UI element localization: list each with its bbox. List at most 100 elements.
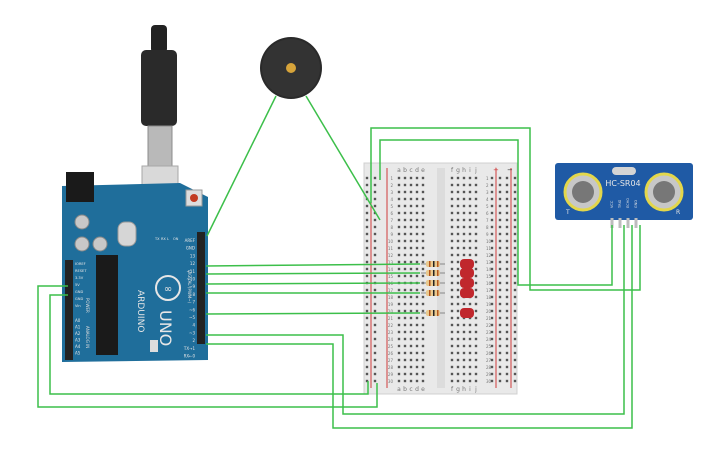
breadboard-hole[interactable] <box>415 253 419 257</box>
rail-hole[interactable] <box>513 197 517 201</box>
breadboard-hole[interactable] <box>474 302 478 306</box>
breadboard-hole[interactable] <box>415 330 419 334</box>
breadboard-hole[interactable] <box>409 358 413 362</box>
breadboard-hole[interactable] <box>468 351 472 355</box>
led-resistor-pair-3[interactable] <box>421 278 474 288</box>
breadboard-hole[interactable] <box>415 302 419 306</box>
rail-hole[interactable] <box>513 274 517 278</box>
breadboard-hole[interactable] <box>468 253 472 257</box>
breadboard-hole[interactable] <box>456 239 460 243</box>
rail-hole[interactable] <box>365 316 369 320</box>
breadboard-hole[interactable] <box>468 239 472 243</box>
breadboard-hole[interactable] <box>403 260 407 264</box>
breadboard-hole[interactable] <box>468 323 472 327</box>
breadboard-hole[interactable] <box>456 358 460 362</box>
breadboard-hole[interactable] <box>462 176 466 180</box>
rail-hole[interactable] <box>365 365 369 369</box>
breadboard-hole[interactable] <box>403 253 407 257</box>
rail-hole[interactable] <box>490 267 494 271</box>
breadboard-hole[interactable] <box>415 260 419 264</box>
wire-buzzer-pin[interactable] <box>206 95 277 237</box>
breadboard-hole[interactable] <box>468 337 472 341</box>
breadboard-hole[interactable] <box>421 323 425 327</box>
breadboard-hole[interactable] <box>474 190 478 194</box>
rail-hole[interactable] <box>513 183 517 187</box>
breadboard-hole[interactable] <box>397 260 401 264</box>
wire-5v-loop[interactable] <box>49 294 369 395</box>
rail-hole[interactable] <box>513 204 517 208</box>
rail-hole[interactable] <box>505 372 509 376</box>
breadboard-hole[interactable] <box>403 295 407 299</box>
rail-hole[interactable] <box>490 379 494 383</box>
rail-hole[interactable] <box>365 183 369 187</box>
breadboard-hole[interactable] <box>456 323 460 327</box>
breadboard-hole[interactable] <box>462 204 466 208</box>
breadboard-hole[interactable] <box>474 260 478 264</box>
rail-hole[interactable] <box>490 344 494 348</box>
rail-hole[interactable] <box>498 330 502 334</box>
breadboard-hole[interactable] <box>403 316 407 320</box>
breadboard-hole[interactable] <box>415 288 419 292</box>
breadboard-hole[interactable] <box>450 274 454 278</box>
led-resistor-pair-4[interactable] <box>421 288 474 298</box>
rail-hole[interactable] <box>365 176 369 180</box>
breadboard-hole[interactable] <box>415 295 419 299</box>
breadboard-hole[interactable] <box>421 330 425 334</box>
rail-hole[interactable] <box>513 365 517 369</box>
breadboard-hole[interactable] <box>468 197 472 201</box>
breadboard-hole[interactable] <box>421 246 425 250</box>
rail-hole[interactable] <box>513 323 517 327</box>
wire-pin-6[interactable] <box>205 312 421 315</box>
breadboard-hole[interactable] <box>450 225 454 229</box>
breadboard-hole[interactable] <box>474 204 478 208</box>
led[interactable] <box>460 278 474 288</box>
rail-hole[interactable] <box>373 260 377 264</box>
rail-hole[interactable] <box>498 232 502 236</box>
wire-pin-3-to-sensor[interactable] <box>206 225 625 415</box>
rail-hole[interactable] <box>373 218 377 222</box>
breadboard-hole[interactable] <box>450 176 454 180</box>
rail-hole[interactable] <box>373 176 377 180</box>
breadboard-hole[interactable] <box>421 197 425 201</box>
breadboard-hole[interactable] <box>403 274 407 278</box>
breadboard-hole[interactable] <box>462 330 466 334</box>
breadboard-hole[interactable] <box>468 379 472 383</box>
sensor-pin-echo[interactable] <box>626 218 630 228</box>
rail-hole[interactable] <box>505 351 509 355</box>
rail-hole[interactable] <box>490 253 494 257</box>
breadboard-hole[interactable] <box>397 183 401 187</box>
breadboard-hole[interactable] <box>403 246 407 250</box>
rail-hole[interactable] <box>365 246 369 250</box>
breadboard-hole[interactable] <box>456 302 460 306</box>
breadboard-hole[interactable] <box>456 316 460 320</box>
breadboard-hole[interactable] <box>397 365 401 369</box>
rail-hole[interactable] <box>498 372 502 376</box>
rail-hole[interactable] <box>505 246 509 250</box>
rail-hole[interactable] <box>490 323 494 327</box>
rail-hole[interactable] <box>505 197 509 201</box>
breadboard-hole[interactable] <box>462 239 466 243</box>
breadboard-hole[interactable] <box>474 344 478 348</box>
rail-hole[interactable] <box>365 239 369 243</box>
breadboard-hole[interactable] <box>409 239 413 243</box>
breadboard-hole[interactable] <box>421 239 425 243</box>
rail-hole[interactable] <box>373 337 377 341</box>
rail-hole[interactable] <box>498 274 502 278</box>
breadboard-hole[interactable] <box>421 190 425 194</box>
led[interactable] <box>460 268 474 278</box>
breadboard-hole[interactable] <box>450 267 454 271</box>
breadboard-hole[interactable] <box>415 197 419 201</box>
rail-hole[interactable] <box>513 379 517 383</box>
breadboard-hole[interactable] <box>415 379 419 383</box>
breadboard-hole[interactable] <box>468 183 472 187</box>
sensor-pin-vcc[interactable] <box>610 218 614 228</box>
breadboard-hole[interactable] <box>397 204 401 208</box>
rail-hole[interactable] <box>365 330 369 334</box>
breadboard-hole[interactable] <box>450 204 454 208</box>
rail-hole[interactable] <box>505 330 509 334</box>
rail-hole[interactable] <box>373 316 377 320</box>
rail-hole[interactable] <box>513 358 517 362</box>
rail-hole[interactable] <box>505 316 509 320</box>
breadboard-hole[interactable] <box>456 204 460 208</box>
rail-hole[interactable] <box>498 316 502 320</box>
